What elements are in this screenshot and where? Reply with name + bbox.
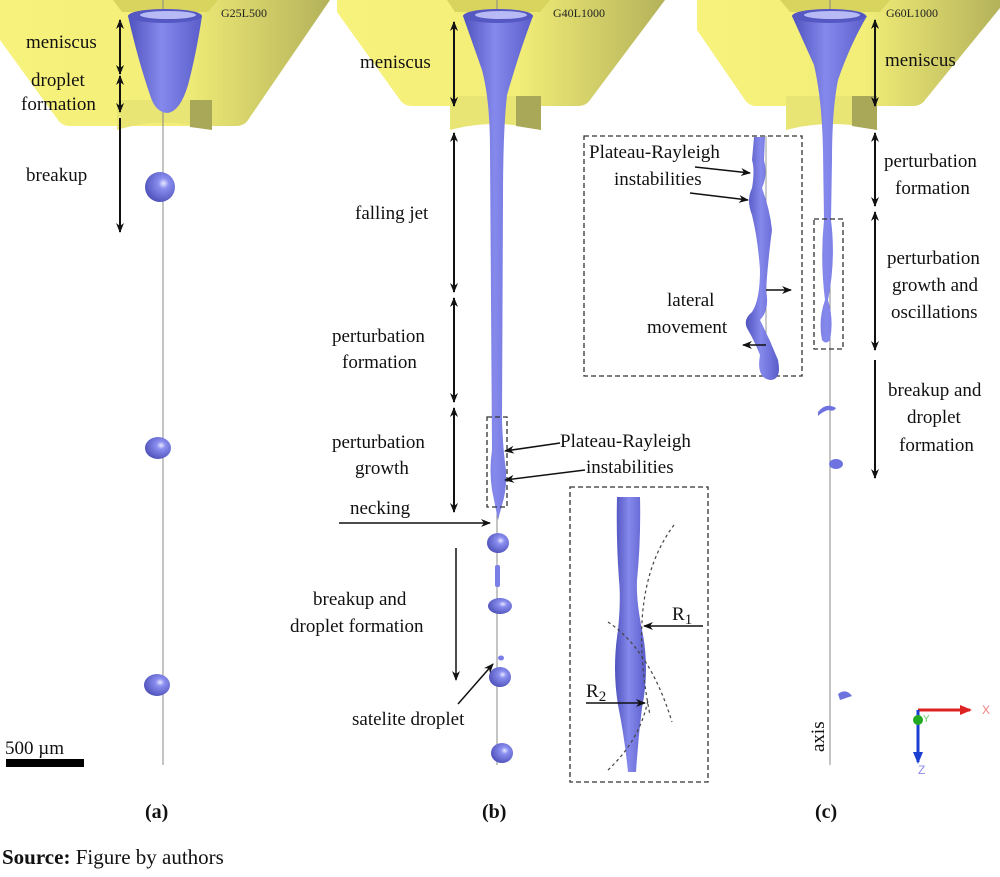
callout-arrow [504, 442, 561, 454]
inset-lateral: Plateau-Rayleigh instabilities lateral m… [583, 135, 803, 380]
panel-c: Plateau-Rayleigh instabilities lateral m… [583, 0, 1000, 823]
callout-instabilities: instabilities [614, 169, 702, 190]
x-axis-label: X [982, 703, 990, 717]
label-oscillations: oscillations [891, 302, 978, 323]
zoom-region-box [813, 218, 844, 350]
label-breakup: breakup [26, 165, 87, 186]
r1-label: R1 [672, 604, 692, 628]
label-breakup-and: breakup and [313, 589, 407, 610]
nozzle-tag-b: G40L1000 [553, 6, 605, 20]
callout-plateau-rayleigh: Plateau-Rayleigh [589, 142, 720, 163]
ligament [495, 565, 500, 587]
zoom-region-box [486, 416, 508, 508]
callout-arrow [504, 469, 586, 483]
droplet [487, 533, 509, 553]
caption-b: (b) [482, 801, 506, 823]
droplet [488, 598, 512, 614]
nozzle-tag-a: G25L500 [221, 6, 267, 20]
satellite-arrow [457, 663, 494, 705]
source-label: Source: [2, 845, 71, 869]
droplet [491, 743, 513, 763]
droplet [145, 437, 171, 459]
label-growth-and: growth and [892, 275, 979, 296]
inset-curvature: R1 R2 [569, 486, 709, 783]
callout-instabilities: instabilities [586, 457, 674, 478]
label-lateral: lateral [667, 290, 714, 311]
label-necking: necking [350, 498, 411, 519]
satellite-droplet [498, 655, 504, 661]
scale-bar [6, 759, 84, 767]
label-formation: formation [899, 435, 974, 456]
label-meniscus: meniscus [885, 50, 956, 71]
label-breakup-and: breakup and [888, 380, 982, 401]
panel-a: meniscus droplet formation breakup G25L5… [0, 0, 330, 823]
label-perturbation: perturbation [887, 248, 980, 269]
label-formation: formation [21, 94, 96, 115]
label-formation: formation [895, 178, 970, 199]
droplet [489, 667, 511, 687]
axis-label: axis [808, 721, 829, 752]
label-growth: growth [355, 458, 409, 479]
caption-a: (a) [145, 801, 168, 823]
falling-jet-b [463, 9, 533, 520]
z-axis-label: Z [918, 763, 925, 777]
meniscus-a [128, 9, 202, 113]
label-falling-jet: falling jet [355, 203, 429, 224]
source-text: Figure by authors [70, 845, 224, 869]
label-droplet: droplet [31, 70, 86, 91]
label-perturbation: perturbation [884, 151, 977, 172]
label-droplet: droplet [907, 407, 962, 428]
callout-plateau-rayleigh: Plateau-Rayleigh [560, 431, 691, 452]
droplet [144, 674, 170, 696]
nozzle-tag-c: G60L1000 [886, 6, 938, 20]
jet-c [792, 9, 867, 700]
y-axis-dot [913, 715, 923, 725]
r2-label: R2 [586, 681, 606, 705]
label-perturbation: perturbation [332, 326, 425, 347]
label-meniscus: meniscus [360, 52, 431, 73]
label-perturbation: perturbation [332, 432, 425, 453]
label-droplet-formation: droplet formation [290, 616, 424, 637]
label-movement: movement [647, 317, 728, 338]
panel-b: meniscus falling jet perturbation format… [290, 0, 709, 823]
caption-c: (c) [815, 801, 837, 823]
label-formation: formation [342, 352, 417, 373]
y-axis-label: Y [923, 714, 930, 725]
label-satelite-droplet: satelite droplet [352, 709, 465, 730]
coordinate-triad: X Y Z [913, 703, 990, 777]
label-meniscus: meniscus [26, 32, 97, 53]
scale-bar-label: 500 µm [5, 738, 64, 759]
source-note: Source: Figure by authors [2, 845, 224, 870]
droplet [145, 172, 175, 202]
